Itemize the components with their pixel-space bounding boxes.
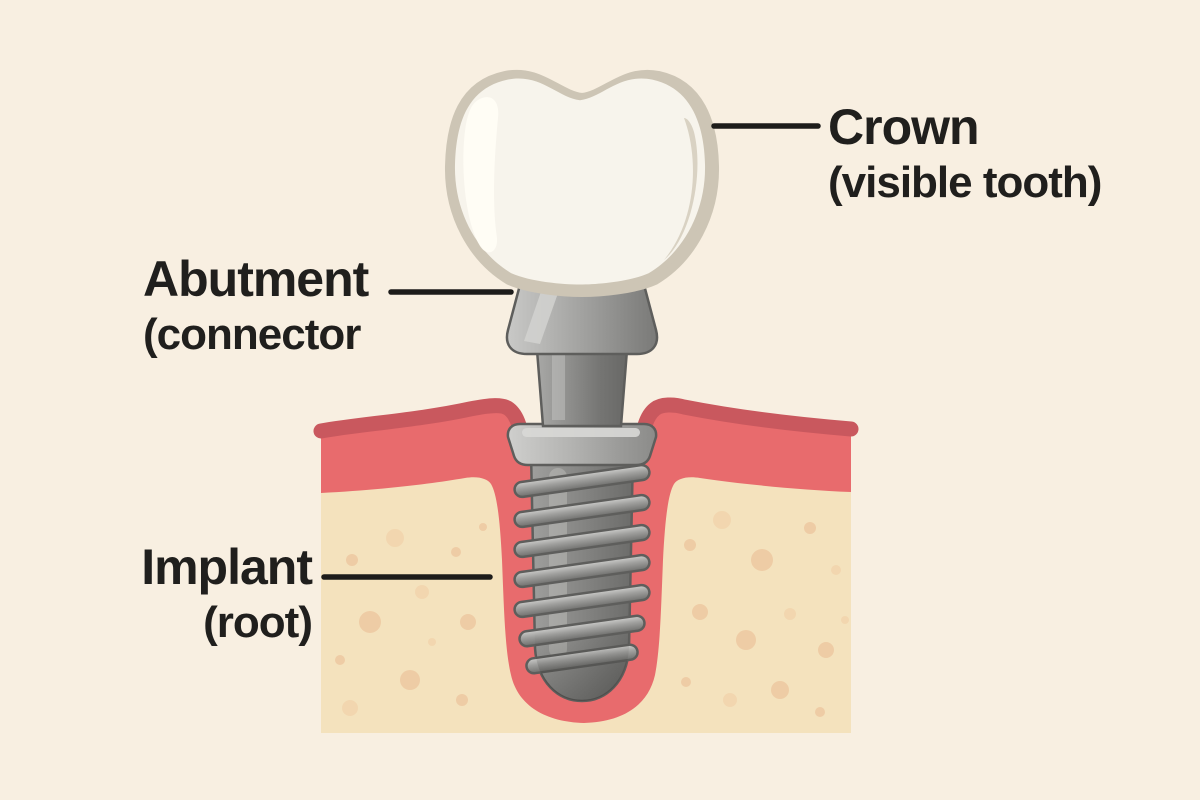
crown-tooth (444, 69, 720, 298)
crown-label: Crown (visible tooth) (828, 98, 1102, 209)
abutment-label-title: Abutment (143, 251, 369, 307)
gum-top-edge (633, 397, 859, 454)
crown-label-title: Crown (828, 99, 980, 155)
implant-screw (506, 422, 658, 703)
abutment-stem (535, 348, 629, 428)
implant-label-subtitle: (root) (203, 598, 313, 647)
implant-label-title: Implant (141, 539, 313, 595)
crown-highlight (463, 97, 499, 253)
gum-top-edge (313, 398, 531, 454)
abutment-label-subtitle: (connector (143, 310, 361, 359)
crown-body (454, 78, 706, 285)
implant-label: Implant (root) (0, 538, 313, 649)
screw-collar (506, 422, 658, 467)
crown-label-subtitle: (visible tooth) (828, 158, 1102, 207)
bone-texture-dots (335, 511, 849, 717)
abutment-label: Abutment (connector (143, 250, 369, 361)
